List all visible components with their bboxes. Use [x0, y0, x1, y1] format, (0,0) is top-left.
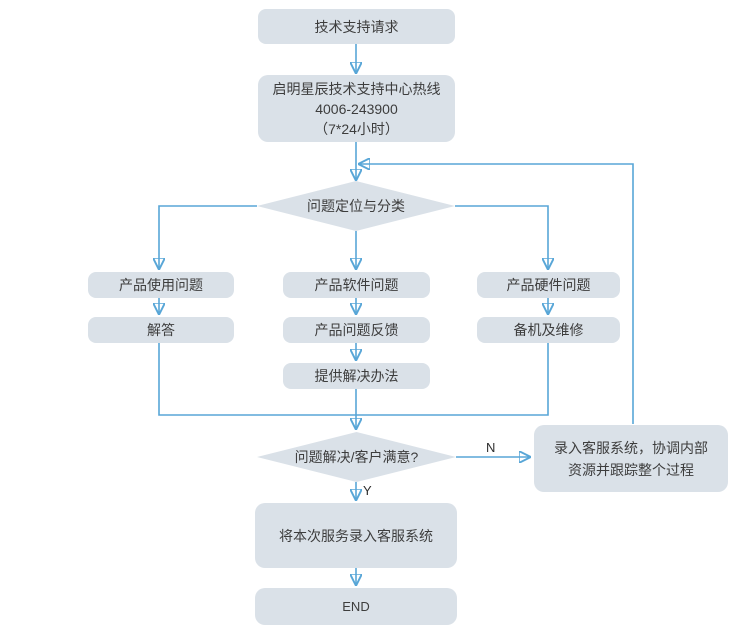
- connector-classify-to-usage: [159, 205, 257, 268]
- connector-merge-right: [356, 343, 549, 416]
- hotline-line-2: 4006-243900: [315, 100, 398, 117]
- escalate-line-1: 录入客服系统，协调内部: [554, 439, 708, 456]
- node-answer: 解答: [88, 317, 234, 343]
- branch-label-no: N: [486, 440, 496, 455]
- node-record-service: 将本次服务录入客服系统: [255, 503, 457, 568]
- node-hotline: 启明星辰技术支持中心热线 4006-243900 （7*24小时）: [258, 75, 455, 142]
- node-hardware-issue: 产品硬件问题: [477, 272, 620, 298]
- node-provide-solution: 提供解决办法: [283, 363, 430, 389]
- node-escalate: 录入客服系统，协调内部 资源并跟踪整个过程: [534, 425, 728, 492]
- node-backup-repair: 备机及维修: [477, 317, 620, 343]
- node-end: END: [255, 588, 457, 625]
- node-start: 技术支持请求: [258, 9, 455, 44]
- branch-label-yes: Y: [363, 483, 372, 498]
- node-usage-issue: 产品使用问题: [88, 272, 234, 298]
- node-issue-feedback: 产品问题反馈: [283, 317, 430, 343]
- hotline-line-3: （7*24小时）: [314, 120, 399, 137]
- hotline-line-1: 启明星辰技术支持中心热线: [272, 80, 441, 97]
- connector-merge-left: [158, 343, 356, 416]
- connector-classify-to-hardware: [455, 205, 548, 268]
- escalate-line-2: 资源并跟踪整个过程: [568, 461, 694, 478]
- connector-escalate-to-classify-feedback: [360, 164, 634, 424]
- node-software-issue: 产品软件问题: [283, 272, 430, 298]
